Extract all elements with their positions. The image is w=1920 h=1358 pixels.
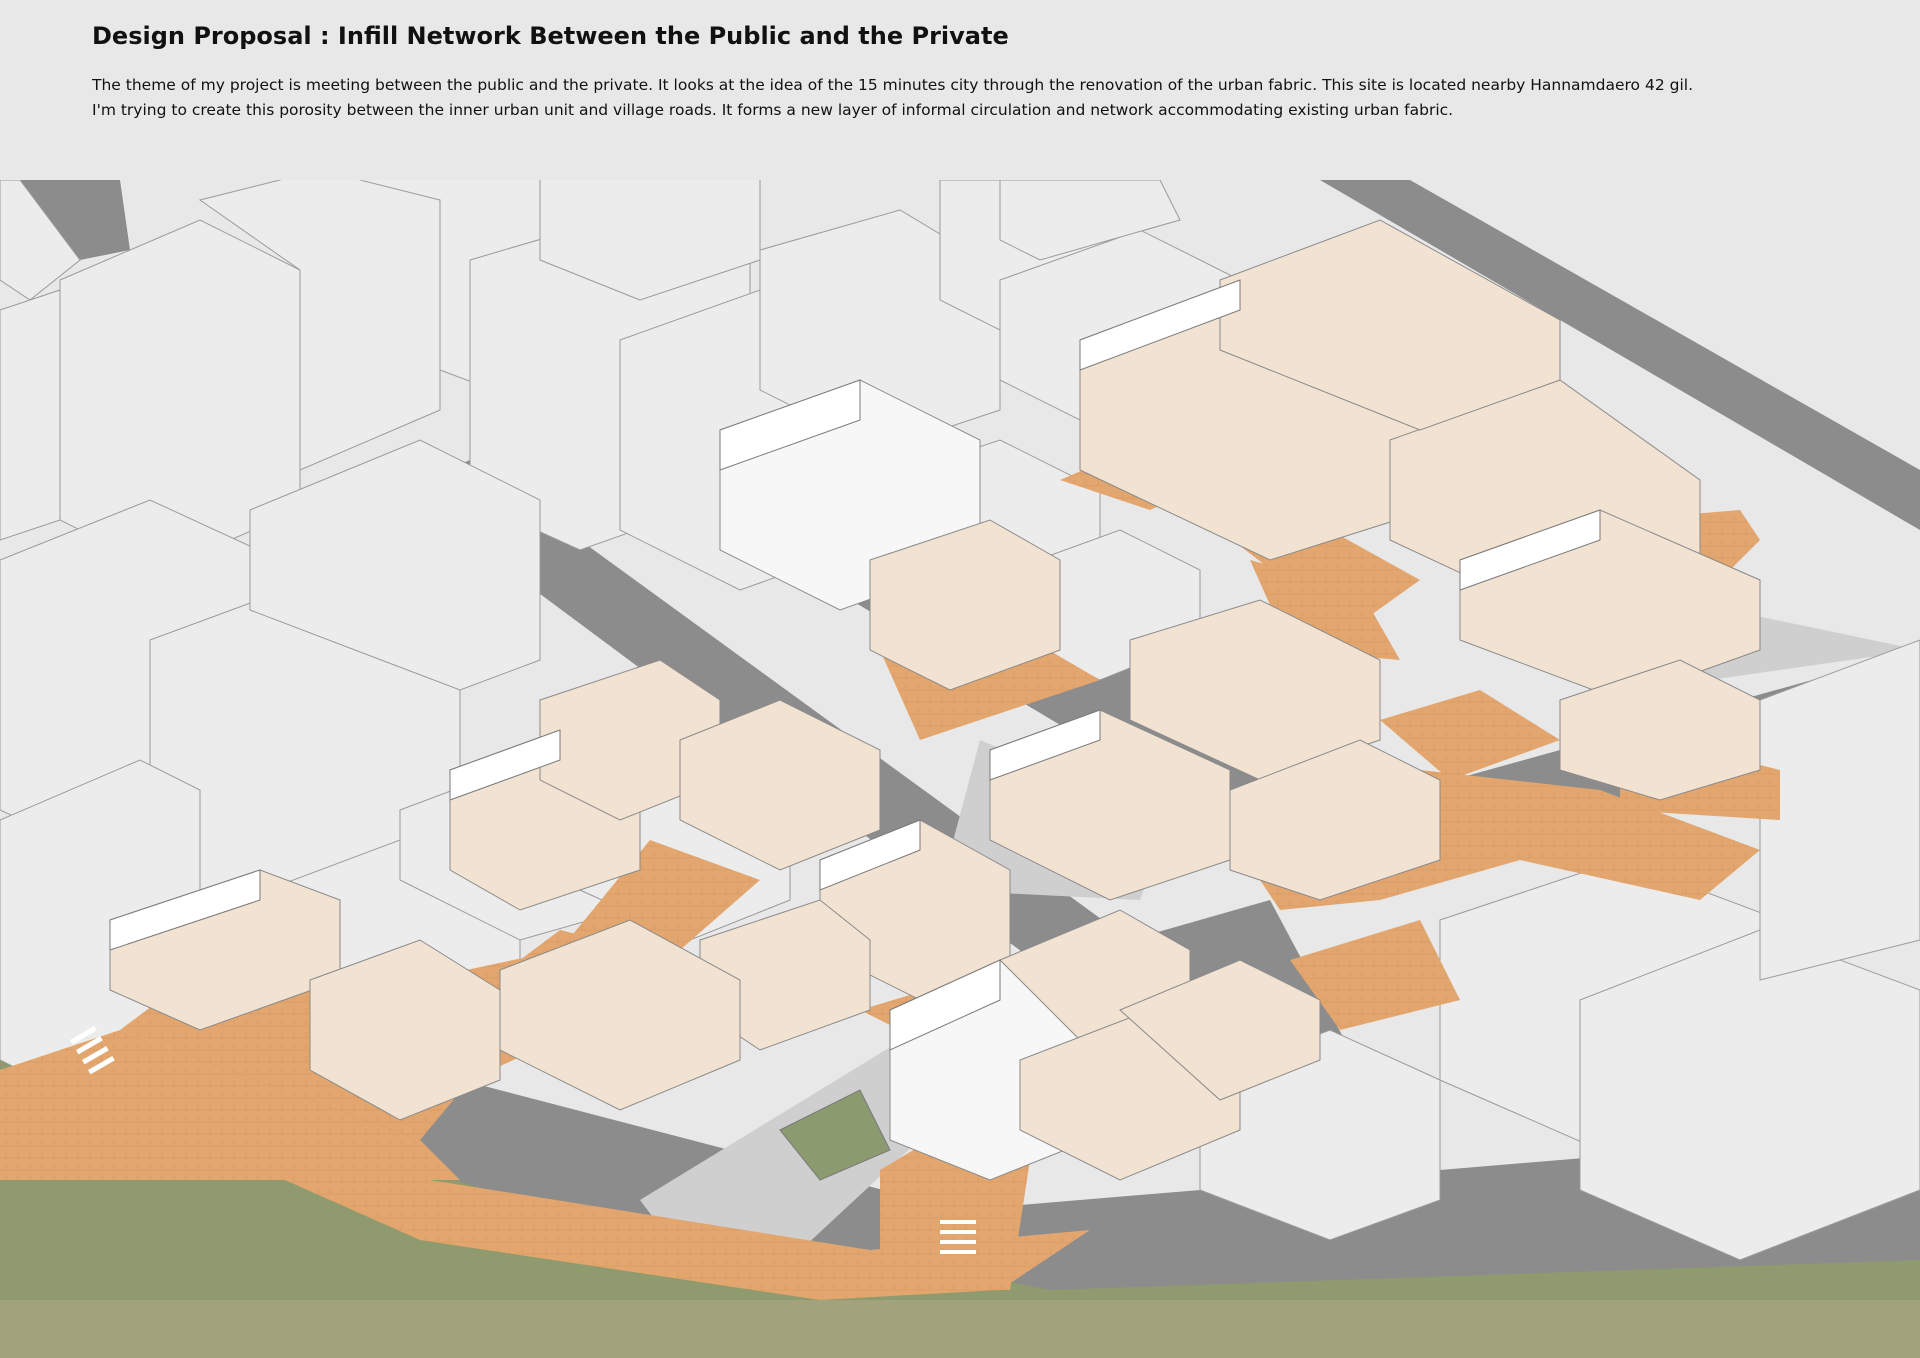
project-description: The theme of my project is meeting betwe… bbox=[92, 73, 1852, 123]
description-line-1: The theme of my project is meeting betwe… bbox=[92, 76, 1693, 94]
crosswalks bbox=[70, 1026, 976, 1254]
page-title: Design Proposal : Infill Network Between… bbox=[92, 22, 1009, 50]
street-green-edge bbox=[0, 1050, 1920, 1358]
axonometric-drawing bbox=[0, 180, 1920, 1358]
renovated-buildings bbox=[109, 219, 1761, 1181]
header: Design Proposal : Infill Network Between… bbox=[92, 22, 1852, 123]
description-line-2: I'm trying to create this porosity betwe… bbox=[92, 101, 1454, 119]
interior-walls bbox=[109, 279, 1601, 1051]
courtyard-garden bbox=[779, 1089, 891, 1181]
